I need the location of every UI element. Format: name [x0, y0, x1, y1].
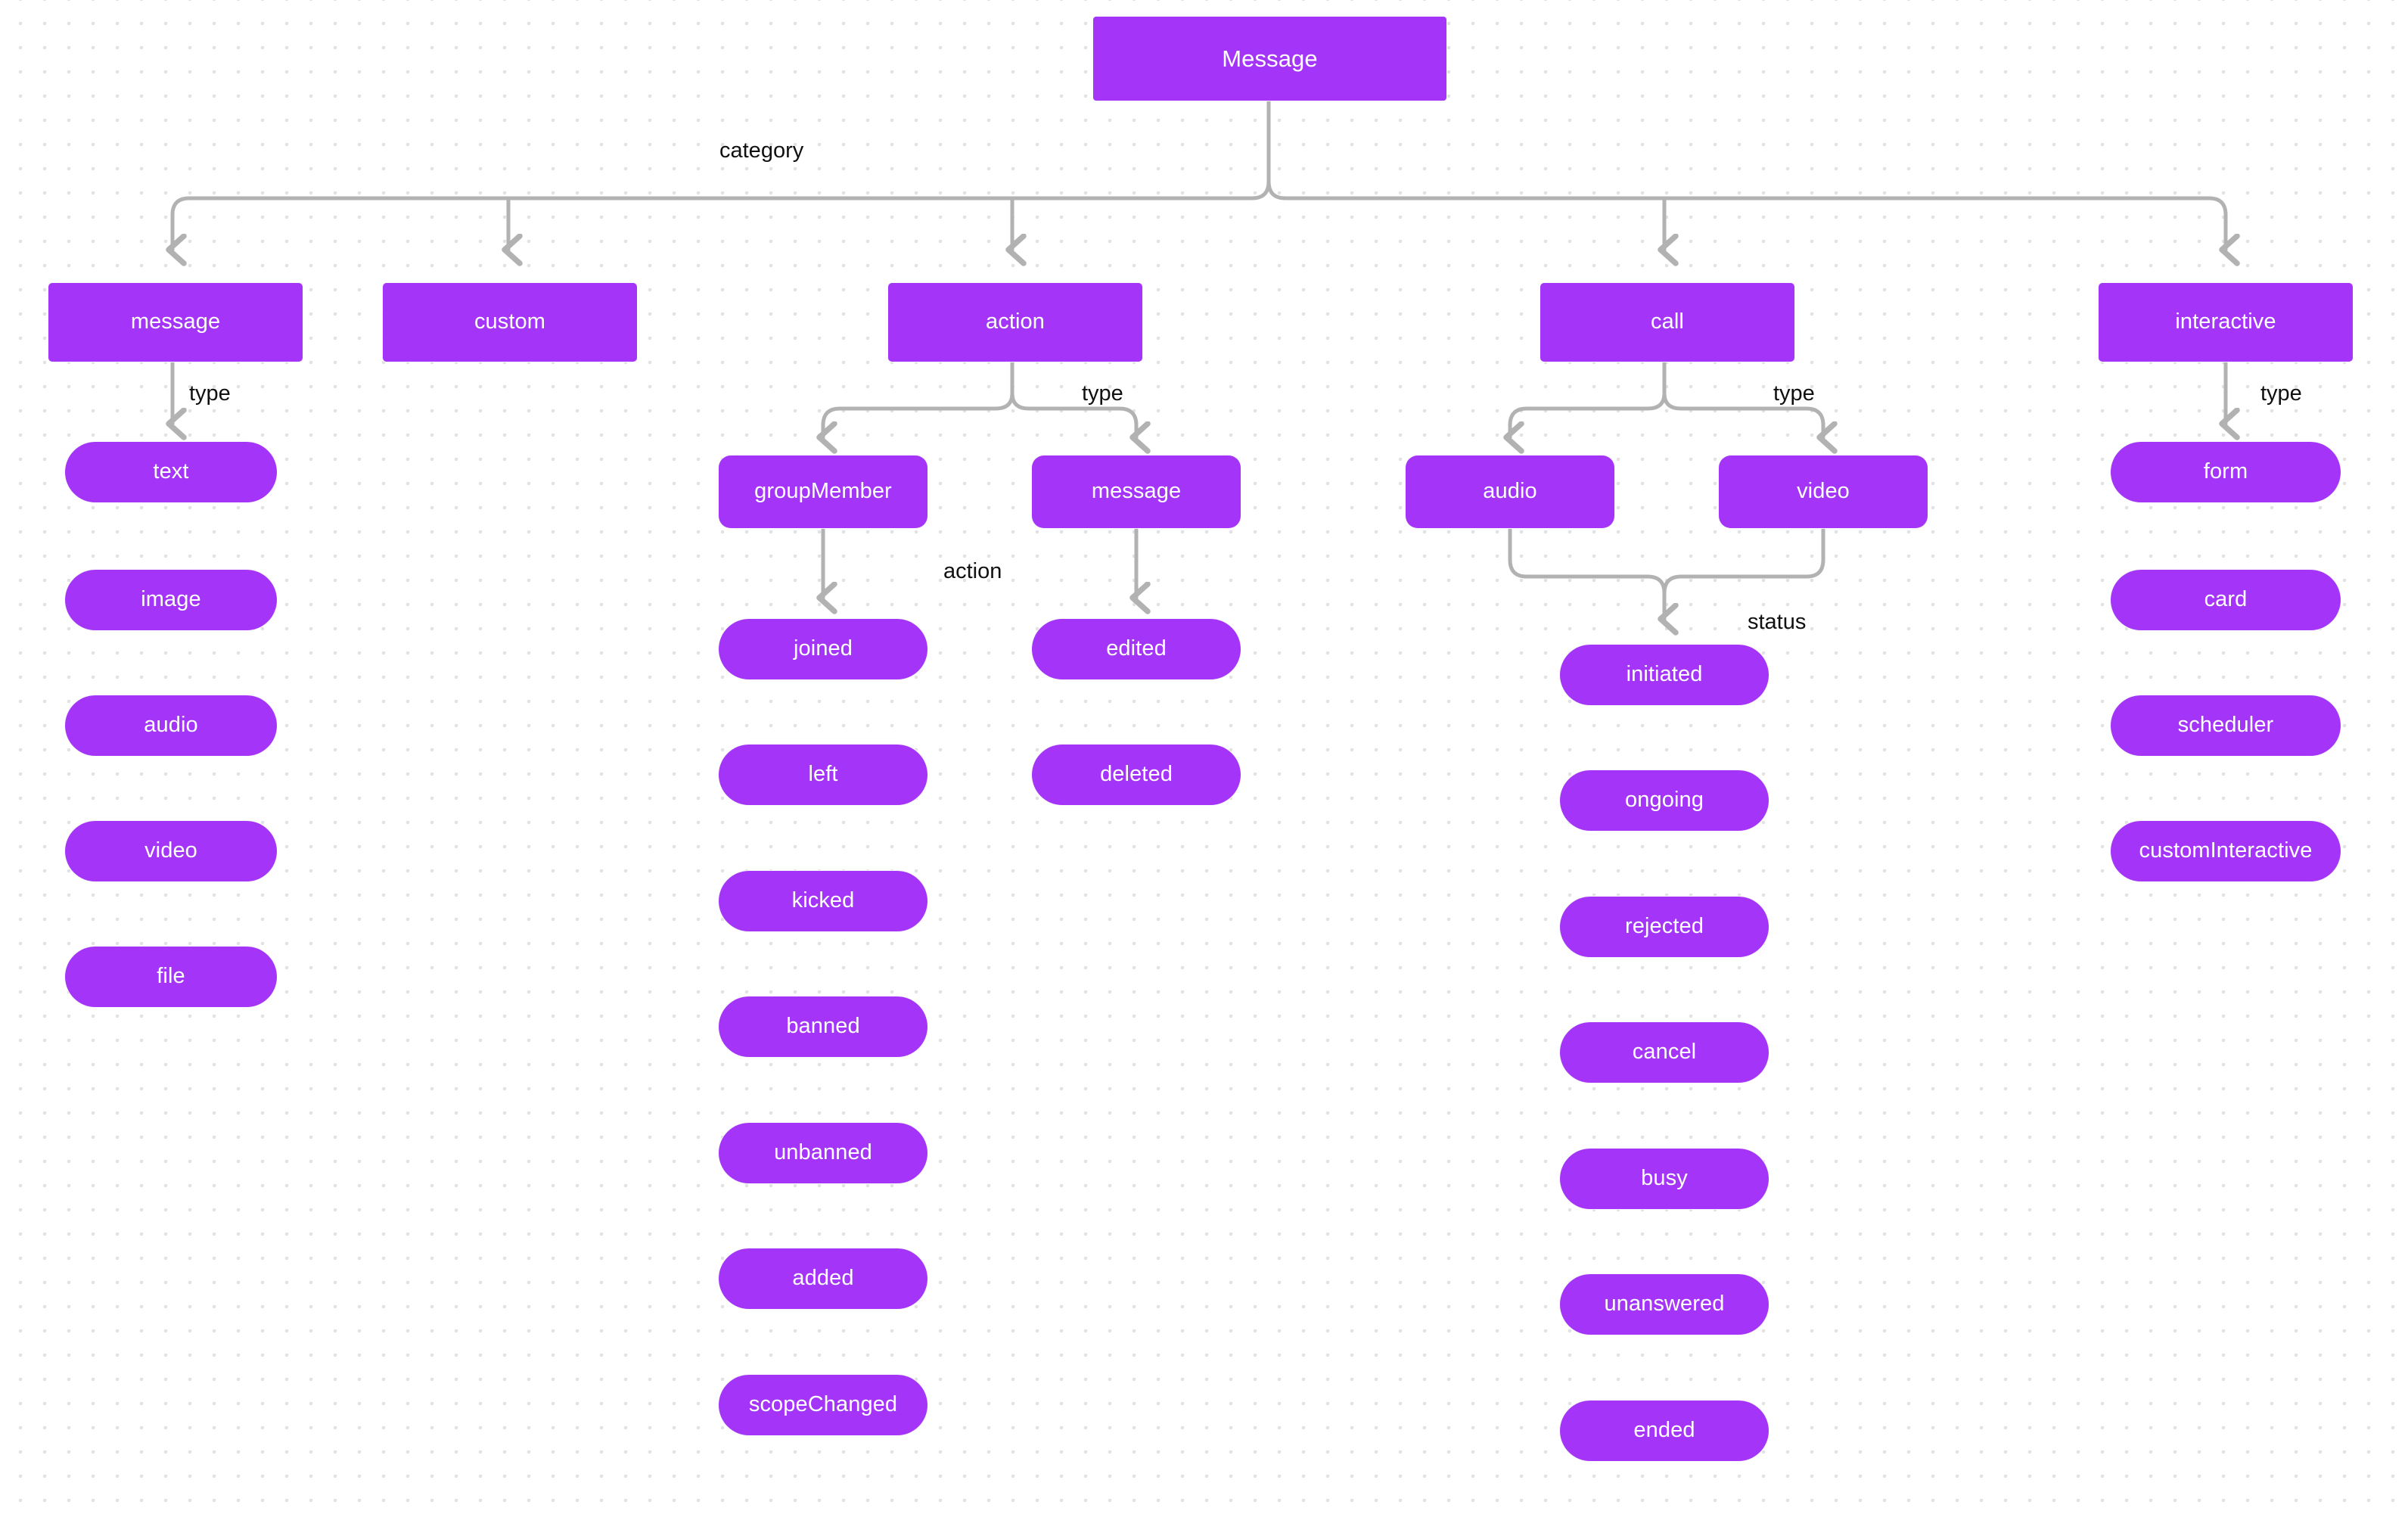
edge-video-initiated	[1662, 527, 1825, 621]
edge-label-type-call: type	[1773, 381, 1815, 406]
edge-label-type-message: type	[189, 381, 231, 406]
node-groupmember-action-banned[interactable]: banned	[719, 996, 927, 1057]
node-groupmember-action-joined[interactable]: joined	[719, 619, 927, 679]
node-interactive-type-scheduler[interactable]: scheduler	[2111, 695, 2341, 756]
node-call-status-ongoing[interactable]: ongoing	[1560, 770, 1769, 831]
edge-label-type-action: type	[1082, 381, 1123, 406]
edge-action-groupmember	[823, 359, 1014, 437]
node-call-type-audio[interactable]: audio	[1406, 455, 1614, 528]
node-category-call[interactable]: call	[1540, 283, 1794, 362]
node-groupmember-action-left[interactable]: left	[719, 745, 927, 805]
node-call-status-unanswered[interactable]: unanswered	[1560, 1274, 1769, 1335]
node-category-action[interactable]: action	[888, 283, 1142, 362]
edge-call-audio	[1510, 359, 1667, 437]
node-message-type-video[interactable]: video	[65, 821, 277, 881]
node-call-status-cancel[interactable]: cancel	[1560, 1022, 1769, 1083]
node-action-type-groupmember[interactable]: groupMember	[719, 455, 927, 528]
node-message-type-image[interactable]: image	[65, 570, 277, 630]
node-message-action-edited[interactable]: edited	[1032, 619, 1241, 679]
node-message-type-audio[interactable]: audio	[65, 695, 277, 756]
edge-label-status-call: status	[1748, 610, 1807, 634]
node-call-status-rejected[interactable]: rejected	[1560, 897, 1769, 957]
node-interactive-type-form[interactable]: form	[2111, 442, 2341, 502]
node-message-type-file[interactable]: file	[65, 947, 277, 1007]
edge-audio-initiated	[1508, 527, 1664, 619]
edge-root-bus-left	[172, 179, 1271, 250]
node-call-status-ended[interactable]: ended	[1560, 1401, 1769, 1461]
node-interactive-type-card[interactable]: card	[2111, 570, 2341, 630]
node-message-action-deleted[interactable]: deleted	[1032, 745, 1241, 805]
node-call-status-busy[interactable]: busy	[1560, 1149, 1769, 1209]
node-groupmember-action-unbanned[interactable]: unbanned	[719, 1123, 927, 1183]
node-action-type-message[interactable]: message	[1032, 455, 1241, 528]
node-message-type-text[interactable]: text	[65, 442, 277, 502]
node-message-root[interactable]: Message	[1093, 17, 1446, 101]
node-call-status-initiated[interactable]: initiated	[1560, 645, 1769, 705]
edge-label-action-groupmember: action	[943, 559, 1002, 583]
node-groupmember-action-kicked[interactable]: kicked	[719, 871, 927, 931]
node-groupmember-action-scopechanged[interactable]: scopeChanged	[719, 1375, 927, 1435]
node-interactive-type-custominteractive[interactable]: customInteractive	[2111, 821, 2341, 881]
edge-label-type-interactive: type	[2260, 381, 2302, 406]
node-category-message[interactable]: message	[48, 283, 303, 362]
edge-label-category: category	[719, 138, 804, 163]
node-category-custom[interactable]: custom	[383, 283, 637, 362]
node-category-interactive[interactable]: interactive	[2099, 283, 2353, 362]
node-call-type-video[interactable]: video	[1719, 455, 1928, 528]
node-groupmember-action-added[interactable]: added	[719, 1248, 927, 1309]
edge-root-bus	[1266, 98, 2226, 250]
